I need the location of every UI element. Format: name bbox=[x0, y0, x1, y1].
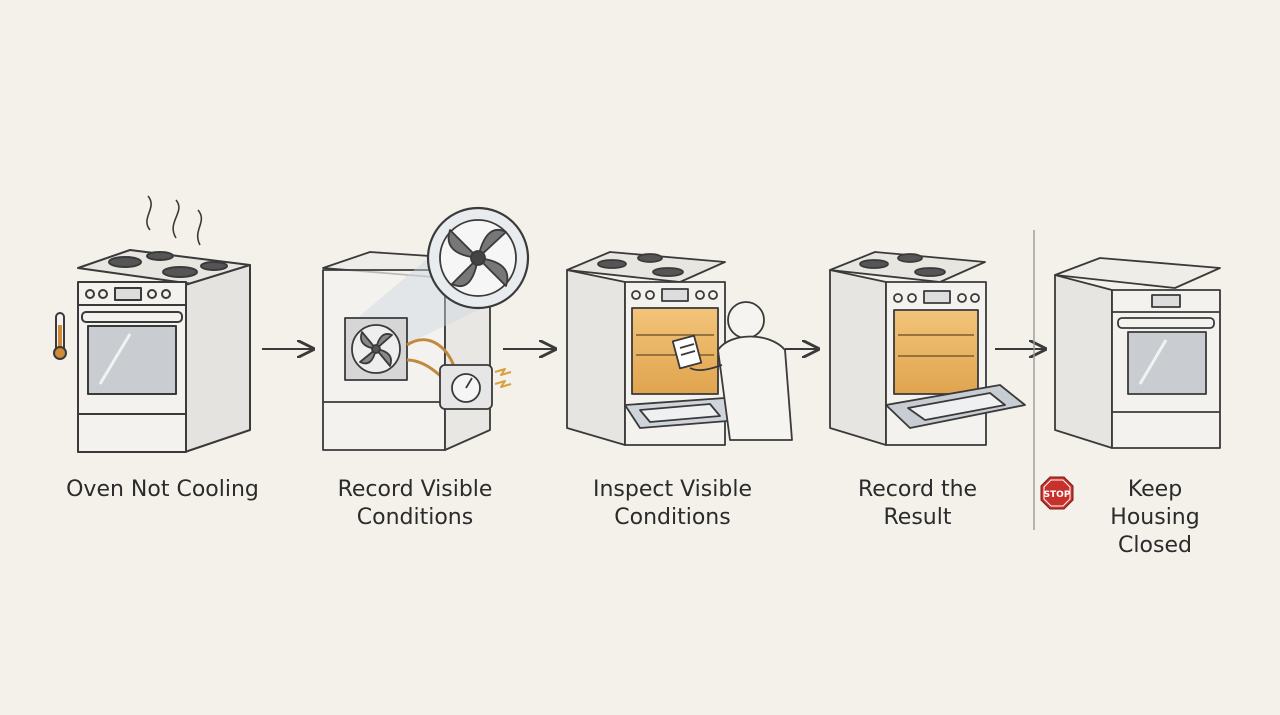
step-label-oven-not-cooling: Oven Not Cooling bbox=[66, 477, 259, 502]
step-label-record-the-result: Record the Result bbox=[857, 477, 978, 530]
step-label-inspect-visible-conditions: Inspect Visible Conditions bbox=[593, 477, 752, 530]
person-inspecting-oven-icon bbox=[566, 251, 793, 446]
open-oven-icon bbox=[829, 251, 1026, 446]
fan-and-thermostat-icon bbox=[322, 206, 530, 451]
stop-sign-text: STOP bbox=[1044, 490, 1071, 500]
step-label-keep-housing-closed: Keep Housing Closed bbox=[1110, 477, 1200, 558]
closed-oven-icon bbox=[1054, 257, 1221, 449]
step-label-record-visible-conditions: Record Visible Conditions bbox=[337, 477, 493, 530]
stop-sign-icon: STOP bbox=[1040, 476, 1074, 510]
hot-oven-icon bbox=[53, 195, 251, 453]
